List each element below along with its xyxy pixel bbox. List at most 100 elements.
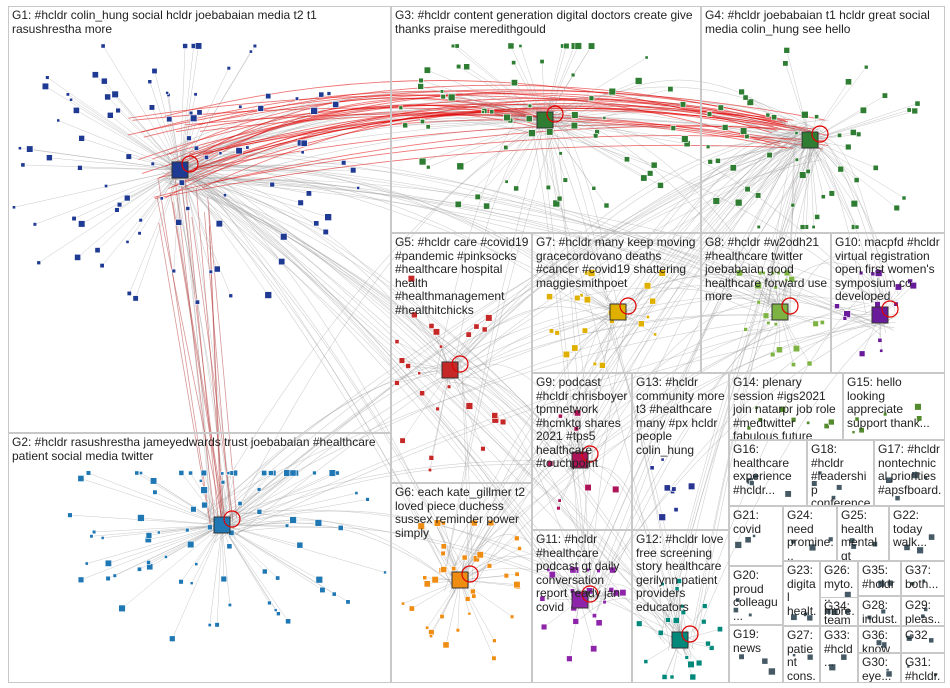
- node-g10[interactable]: [870, 271, 876, 277]
- node-g1[interactable]: [159, 196, 164, 201]
- node-g33[interactable]: [840, 653, 848, 661]
- node-g8[interactable]: [736, 269, 744, 277]
- node-g10[interactable]: [909, 281, 917, 290]
- node-g9[interactable]: [584, 483, 592, 492]
- node-g4[interactable]: [820, 194, 826, 200]
- node-g4[interactable]: [850, 200, 858, 208]
- node-g3[interactable]: [681, 135, 689, 143]
- node-g6[interactable]: [461, 554, 468, 561]
- node-g7[interactable]: [581, 327, 589, 334]
- node-g1[interactable]: [69, 97, 73, 102]
- group-box-g12[interactable]: G12: #hcldr love free screening story he…: [632, 530, 729, 683]
- node-g5[interactable]: [480, 446, 486, 452]
- node-g8[interactable]: [773, 322, 778, 327]
- node-g1[interactable]: [305, 190, 312, 197]
- node-g7[interactable]: [645, 315, 650, 319]
- node-g2[interactable]: [226, 471, 231, 475]
- node-g1[interactable]: [114, 207, 120, 213]
- node-g17[interactable]: [923, 475, 928, 480]
- node-g1[interactable]: [245, 145, 250, 150]
- node-g1[interactable]: [138, 218, 143, 223]
- node-g2[interactable]: [190, 506, 197, 513]
- group-box-g11[interactable]: G11: #hcldr #healthcare podcast gt daily…: [532, 530, 632, 683]
- node-g5[interactable]: [399, 437, 406, 444]
- node-g31[interactable]: [933, 672, 938, 677]
- node-g4[interactable]: [738, 88, 745, 96]
- node-g6[interactable]: [514, 571, 520, 577]
- node-g1[interactable]: [186, 135, 192, 141]
- node-g3[interactable]: [474, 193, 481, 200]
- node-g7[interactable]: [649, 297, 656, 305]
- node-g1[interactable]: [166, 116, 173, 123]
- node-g3[interactable]: [562, 177, 568, 183]
- node-g32[interactable]: [928, 637, 935, 644]
- node-g12[interactable]: [643, 659, 649, 664]
- node-g2[interactable]: [169, 635, 176, 642]
- node-g2[interactable]: [146, 560, 151, 565]
- node-g20[interactable]: [735, 597, 741, 603]
- node-g2[interactable]: [84, 561, 89, 566]
- node-g34[interactable]: [824, 607, 832, 615]
- node-g1[interactable]: [190, 114, 198, 122]
- node-g3[interactable]: [504, 179, 509, 184]
- node-g12[interactable]: [680, 609, 686, 615]
- node-g1[interactable]: [56, 118, 61, 123]
- node-g12[interactable]: [674, 586, 680, 591]
- node-g1[interactable]: [228, 293, 234, 298]
- node-g3[interactable]: [527, 103, 533, 109]
- node-g7[interactable]: [583, 296, 592, 304]
- node-g2[interactable]: [100, 536, 105, 540]
- node-g1[interactable]: [148, 104, 155, 111]
- node-g3[interactable]: [670, 125, 677, 131]
- node-g4[interactable]: [754, 192, 762, 199]
- group-box-g30[interactable]: G30: eye...: [858, 653, 901, 683]
- group-box-g21[interactable]: G21: covid: [729, 506, 783, 566]
- group-box-g35[interactable]: G35: #hcldr: [858, 561, 901, 596]
- node-g8[interactable]: [790, 362, 796, 367]
- node-g1[interactable]: [73, 107, 80, 114]
- node-g11[interactable]: [612, 589, 620, 597]
- node-g4[interactable]: [766, 152, 773, 159]
- node-g3[interactable]: [657, 182, 664, 189]
- node-g4[interactable]: [771, 114, 778, 121]
- node-g11[interactable]: [540, 623, 548, 631]
- node-g2[interactable]: [178, 470, 185, 476]
- node-g2[interactable]: [237, 501, 243, 506]
- node-g2[interactable]: [314, 519, 323, 527]
- node-g2[interactable]: [296, 541, 304, 549]
- group-box-g5[interactable]: G5: #hcldr care #covid19 #pandemic #pink…: [391, 233, 532, 483]
- hub-node-g12[interactable]: [671, 631, 689, 649]
- node-g8[interactable]: [754, 281, 762, 290]
- node-g31[interactable]: [906, 664, 911, 669]
- node-g2[interactable]: [77, 576, 85, 584]
- node-g29[interactable]: [923, 607, 929, 612]
- node-g2[interactable]: [189, 581, 194, 586]
- node-g2[interactable]: [220, 575, 227, 583]
- node-g6[interactable]: [514, 535, 520, 542]
- node-g1[interactable]: [99, 263, 105, 269]
- node-g2[interactable]: [226, 543, 233, 550]
- node-g8[interactable]: [773, 285, 778, 290]
- group-box-g9[interactable]: G9: podcast #hcldr chrisboyer tpmnetwork…: [532, 373, 632, 530]
- node-g17[interactable]: [885, 476, 893, 484]
- node-g3[interactable]: [425, 124, 431, 130]
- node-g4[interactable]: [756, 224, 761, 229]
- node-g3[interactable]: [646, 170, 654, 177]
- node-g2[interactable]: [275, 575, 281, 581]
- node-g11[interactable]: [596, 568, 601, 574]
- group-box-g14[interactable]: G14: plenary session #igs2021 join natar…: [729, 373, 843, 440]
- node-g2[interactable]: [199, 478, 203, 483]
- node-g3[interactable]: [634, 77, 643, 85]
- node-g4[interactable]: [799, 171, 807, 179]
- node-g6[interactable]: [401, 601, 405, 606]
- node-g1[interactable]: [150, 161, 155, 166]
- node-g5[interactable]: [435, 406, 440, 412]
- node-g3[interactable]: [398, 105, 404, 111]
- node-g8[interactable]: [770, 270, 775, 276]
- node-g11[interactable]: [608, 587, 615, 593]
- node-g7[interactable]: [546, 293, 553, 301]
- node-g1[interactable]: [94, 247, 101, 254]
- node-g8[interactable]: [776, 346, 783, 354]
- group-box-g8[interactable]: G8: #hcldr #w2odh21 #healthcare twitter …: [701, 233, 831, 373]
- node-g12[interactable]: [687, 660, 695, 668]
